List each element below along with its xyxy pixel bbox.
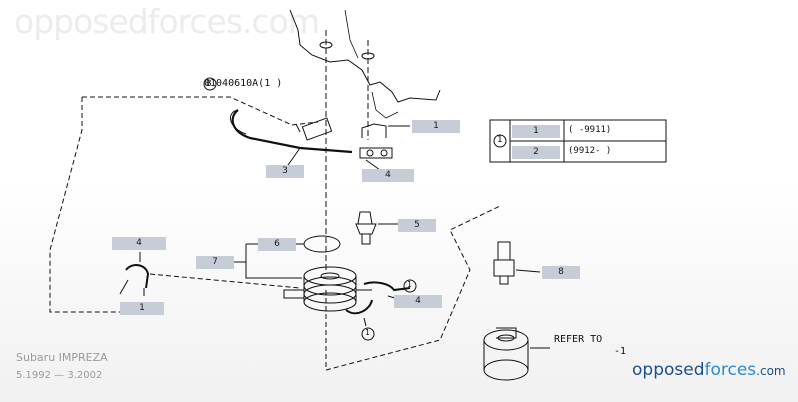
bracket — [301, 117, 333, 141]
o-ring — [303, 235, 341, 253]
callout-3-pipe[interactable]: 3 — [266, 165, 304, 178]
hose-left — [125, 264, 150, 289]
callout-4-hose-right[interactable]: 4 — [394, 295, 442, 308]
dash-box-cooler — [325, 205, 501, 371]
callout-8-stud[interactable]: 8 — [542, 266, 580, 279]
watermark-text: opposedforces.com — [14, 2, 320, 41]
table-row-2-no[interactable]: 2 — [512, 146, 560, 159]
oil-filter — [483, 327, 550, 381]
callout-4-gasket[interactable]: 4 — [362, 169, 414, 182]
bolt-prefix-circle — [203, 77, 217, 91]
callout-6-oring[interactable]: 6 — [258, 238, 296, 251]
sensor-5 — [357, 211, 373, 225]
bolt-part-number: 01040610A(1 ) — [204, 78, 283, 89]
union-fitting — [361, 123, 387, 138]
dash-lead-top — [82, 96, 319, 126]
variant-table-frame — [489, 119, 667, 163]
callout-4-hose-left[interactable]: 4 — [112, 237, 166, 250]
brand-logo[interactable]: opposedforces.com — [632, 360, 786, 380]
refer-to-number: -1 — [614, 346, 627, 357]
engine-outline — [289, 9, 441, 103]
table-row-1-no[interactable]: 1 — [512, 125, 560, 138]
table-row-2-range: (9912- ) — [568, 146, 612, 156]
vehicle-model: Subaru IMPREZA — [16, 351, 108, 364]
oil-pipe — [231, 109, 353, 154]
callout-7-cooler[interactable]: 7 — [196, 256, 234, 269]
brand-prefix: opposed — [632, 360, 705, 380]
brand-suffix: .com — [756, 364, 786, 378]
table-row-1-range: ( -9911) — [568, 125, 612, 135]
bolt-prefix-letter: B — [206, 79, 212, 89]
circled-ref-upper: 1 — [407, 280, 412, 289]
dash-lead-left — [49, 97, 120, 313]
oil-cooler — [283, 266, 372, 312]
stud-8 — [493, 241, 541, 285]
brand-middle: forces — [704, 360, 757, 380]
callout-1-lower[interactable]: 1 — [120, 302, 164, 315]
hose-right — [363, 281, 411, 292]
refer-to-text: REFER TO — [554, 334, 603, 345]
circled-ref-lower: 1 — [365, 328, 370, 337]
callout-5-sensor[interactable]: 5 — [398, 219, 436, 232]
vehicle-years: 5.1992 — 3.2002 — [16, 370, 103, 381]
callout-1-union[interactable]: 1 — [412, 120, 460, 133]
table-key: 1 — [497, 135, 503, 145]
